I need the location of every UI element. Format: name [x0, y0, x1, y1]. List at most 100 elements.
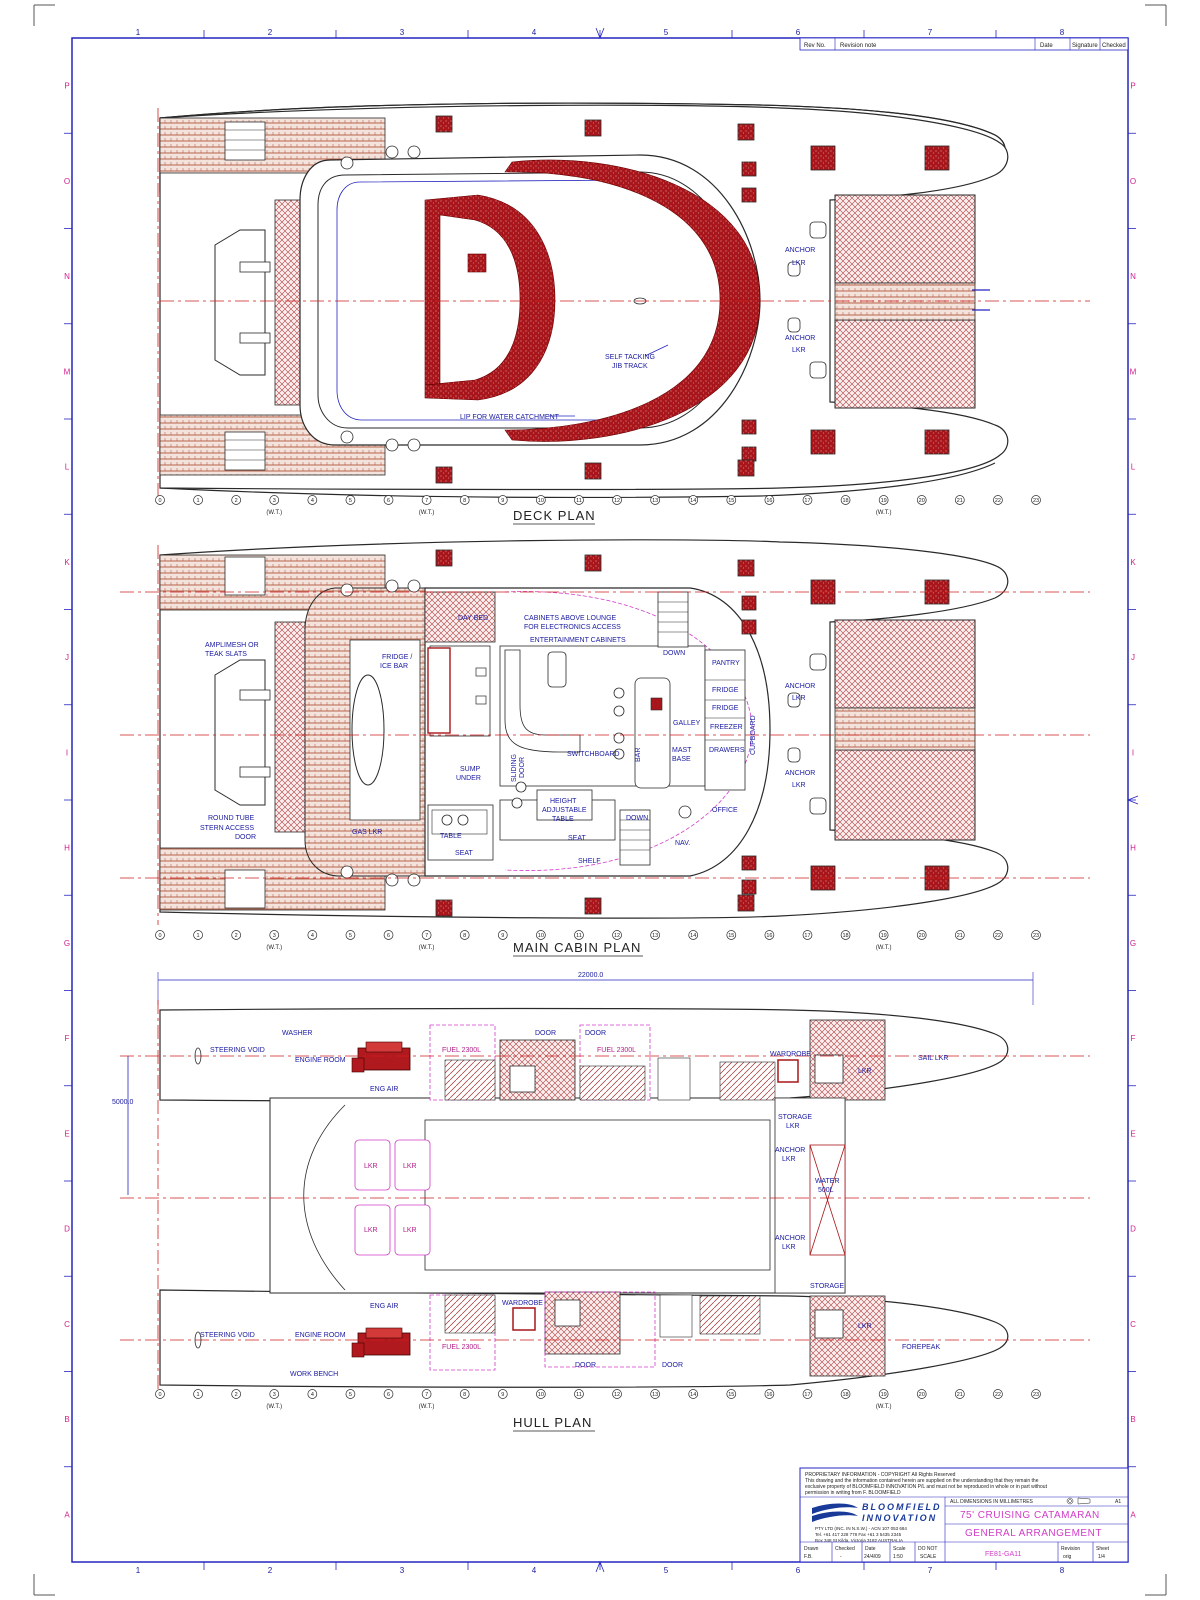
deck-frame-marker	[307, 495, 318, 505]
deck-frame-number: 23	[1033, 498, 1039, 504]
label-sump-under: UNDER	[456, 775, 481, 782]
drawn-label: Drawn	[804, 1546, 819, 1552]
cabin-frame-marker	[421, 930, 432, 940]
deck-frame-marker	[345, 495, 356, 505]
deck-watertight-label: (W.T.)	[419, 510, 435, 516]
column-number-bottom: 1	[136, 1566, 141, 1575]
row-letter-left: O	[64, 177, 70, 186]
hull-watertight-label: (W.T.)	[266, 1404, 282, 1410]
deck-plan-title: DECK PLAN	[513, 508, 596, 523]
row-letter-left: N	[64, 272, 70, 281]
hull-label-lkr-2: LKR	[403, 1163, 417, 1170]
label-down-aft: DOWN	[626, 815, 648, 822]
rev-date-header: Date	[1040, 43, 1053, 49]
deck-frame-number: 19	[881, 498, 887, 504]
hull-frame-marker	[993, 1389, 1003, 1399]
cabin-frame-marker	[840, 930, 851, 940]
column-number-bottom: 5	[664, 1566, 669, 1575]
hull-frame-marker	[612, 1389, 622, 1399]
hull-frame-number: 14	[690, 1392, 696, 1398]
cabin-frame-number: 20	[919, 933, 925, 939]
hull-frame-number: 19	[881, 1392, 887, 1398]
drawing-number: FE81-GA11	[985, 1551, 1022, 1558]
hull-watertight-label: (W.T.)	[876, 1404, 892, 1410]
cabin-frame-marker	[764, 930, 775, 940]
hull-frame-number: 8	[463, 1392, 466, 1398]
projection-symbol-icon	[1066, 1497, 1091, 1505]
cabin-frame-number: 13	[652, 933, 658, 939]
deck-frame-number: 20	[919, 498, 925, 504]
hull-label-door-1: DOOR	[535, 1030, 556, 1037]
label-fridge-bar: FRIDGE /	[382, 654, 412, 661]
cabin-labels: AMPLIMESH OR TEAK SLATS ROUND TUBE STERN…	[200, 615, 815, 865]
cabin-frame-number: 23	[1033, 933, 1039, 939]
cabin-frame-marker	[193, 930, 203, 940]
hull-frame-marker	[954, 1389, 965, 1399]
cabin-frame-number: 5	[349, 933, 352, 939]
cabin-frame-marker	[916, 930, 927, 940]
row-letter-left: I	[66, 748, 68, 757]
hull-label-anchor-lkr-a: ANCHOR	[775, 1147, 805, 1154]
cockpit-table	[351, 674, 385, 786]
hull-label-door-2: DOOR	[585, 1030, 606, 1037]
label-sump: SUMP	[460, 766, 481, 773]
hull-frame-marker	[688, 1389, 699, 1399]
deck-frame-marker	[802, 495, 813, 505]
hull-label-water: WATER	[815, 1178, 840, 1185]
label-sliding-door: DOOR	[519, 757, 526, 778]
hull-plan-title: HULL PLAN	[513, 1415, 592, 1430]
label-office: OFFICE	[712, 807, 738, 814]
hull-label-wardrobe-stbd: WARDROBE	[502, 1300, 543, 1307]
row-letter-right: H	[1130, 844, 1136, 853]
company-name-2: INNOVATION	[862, 1513, 937, 1523]
deck-frame-number: 18	[843, 498, 849, 504]
deck-frame-number: 17	[804, 498, 810, 504]
label-sliding: SLIDING	[511, 754, 518, 782]
proprietary-line-1: PROPRIETARY INFORMATION - COPYRIGHT All …	[805, 1472, 956, 1478]
hull-label-storage-lkr: STORAGE	[778, 1114, 812, 1121]
column-number-bottom: 4	[532, 1566, 537, 1575]
hull-frame-marker	[650, 1389, 660, 1399]
deck-frame-number: 14	[690, 498, 696, 504]
column-number-top: 3	[400, 28, 405, 37]
cabin-frame-marker	[1031, 930, 1041, 940]
label-anchor-2-lkr: LKR	[792, 782, 806, 789]
cabin-frame-marker	[269, 930, 280, 940]
hull-frame-number: 15	[728, 1392, 734, 1398]
hull-frame-marker	[421, 1389, 432, 1399]
deck-frame-number: 7	[425, 498, 428, 504]
hull-frame-number: 13	[652, 1392, 658, 1398]
company-name-1: BLOOMFIELD	[862, 1502, 942, 1512]
deck-trampoline-stbd	[834, 319, 976, 409]
hull-label-lkr-1: LKR	[364, 1163, 378, 1170]
hull-frame-marker	[1031, 1389, 1041, 1399]
hull-label-lkr-4: LKR	[403, 1227, 417, 1234]
deck-frame-marker	[459, 495, 470, 505]
deck-frame-number: 3	[273, 498, 276, 504]
deck-frame-number: 1	[197, 498, 200, 504]
deck-frame-number: 12	[614, 498, 620, 504]
label-seat-left: SEAT	[455, 850, 473, 857]
hull-label-engine-room-stbd: ENGINE ROOM	[295, 1332, 346, 1339]
revision-table: Rev No. Revision note Date Signature Che…	[799, 37, 1129, 51]
row-letter-right: P	[1130, 82, 1135, 91]
hull-label-storage: STORAGE	[810, 1283, 844, 1290]
label-nav: NAV.	[675, 840, 690, 847]
cabin-frame-marker	[574, 930, 584, 940]
company-logo	[812, 1503, 858, 1522]
deck-label-anchor-lkr-1b: LKR	[792, 260, 806, 267]
row-letter-left: K	[64, 558, 70, 567]
hull-frame-marker	[155, 1389, 165, 1399]
proprietary-line-2: This drawing and the information contain…	[805, 1478, 1039, 1484]
row-letter-left: J	[65, 653, 69, 662]
deck-label-anchor-lkr-1: ANCHOR	[785, 247, 815, 254]
deck-frame-marker	[840, 495, 851, 505]
scale-label: Scale	[893, 1546, 906, 1552]
hull-frame-number: 10	[538, 1392, 544, 1398]
deck-frame-number: 13	[652, 498, 658, 504]
row-letter-left: L	[65, 463, 70, 472]
